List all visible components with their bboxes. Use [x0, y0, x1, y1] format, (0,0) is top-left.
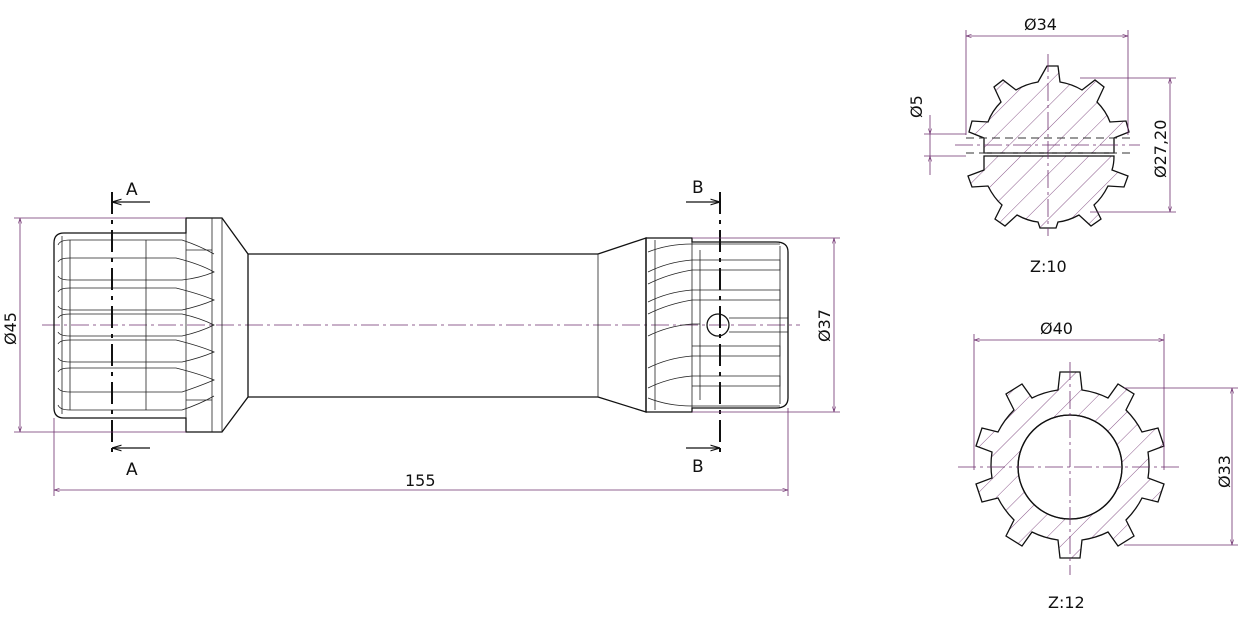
section-b-top-label: B [692, 178, 704, 198]
overall-length-dimension [53, 408, 789, 496]
section-b-view [958, 334, 1238, 575]
section-b-outer-diameter-label: Ø40 [1040, 319, 1073, 338]
section-a-hole-diameter-label: Ø5 [907, 95, 926, 118]
left-diameter-label: Ø45 [1, 312, 20, 345]
section-a-root-diameter-label: Ø27,20 [1151, 120, 1170, 178]
section-cut-a [111, 192, 150, 456]
section-a-outer-diameter-label: Ø34 [1024, 15, 1057, 34]
cross-hole [706, 313, 730, 337]
section-a-teeth-label: Z:10 [1030, 257, 1067, 276]
left-diameter-dimension [14, 217, 186, 433]
right-diameter-dimension [692, 237, 840, 413]
section-b-bottom-label: B [692, 457, 704, 477]
overall-length-label: 155 [405, 471, 436, 490]
section-a-bottom-label: A [126, 460, 138, 480]
section-a-top-label: A [126, 180, 138, 200]
section-b-root-diameter-label: Ø33 [1215, 455, 1234, 488]
shaft-side-view: A A B B 155 Ø45 Ø37 [1, 178, 840, 496]
section-a-view [924, 30, 1176, 236]
right-spline-body [645, 237, 789, 413]
right-diameter-label: Ø37 [815, 309, 834, 342]
section-b-teeth-label: Z:12 [1048, 593, 1085, 612]
